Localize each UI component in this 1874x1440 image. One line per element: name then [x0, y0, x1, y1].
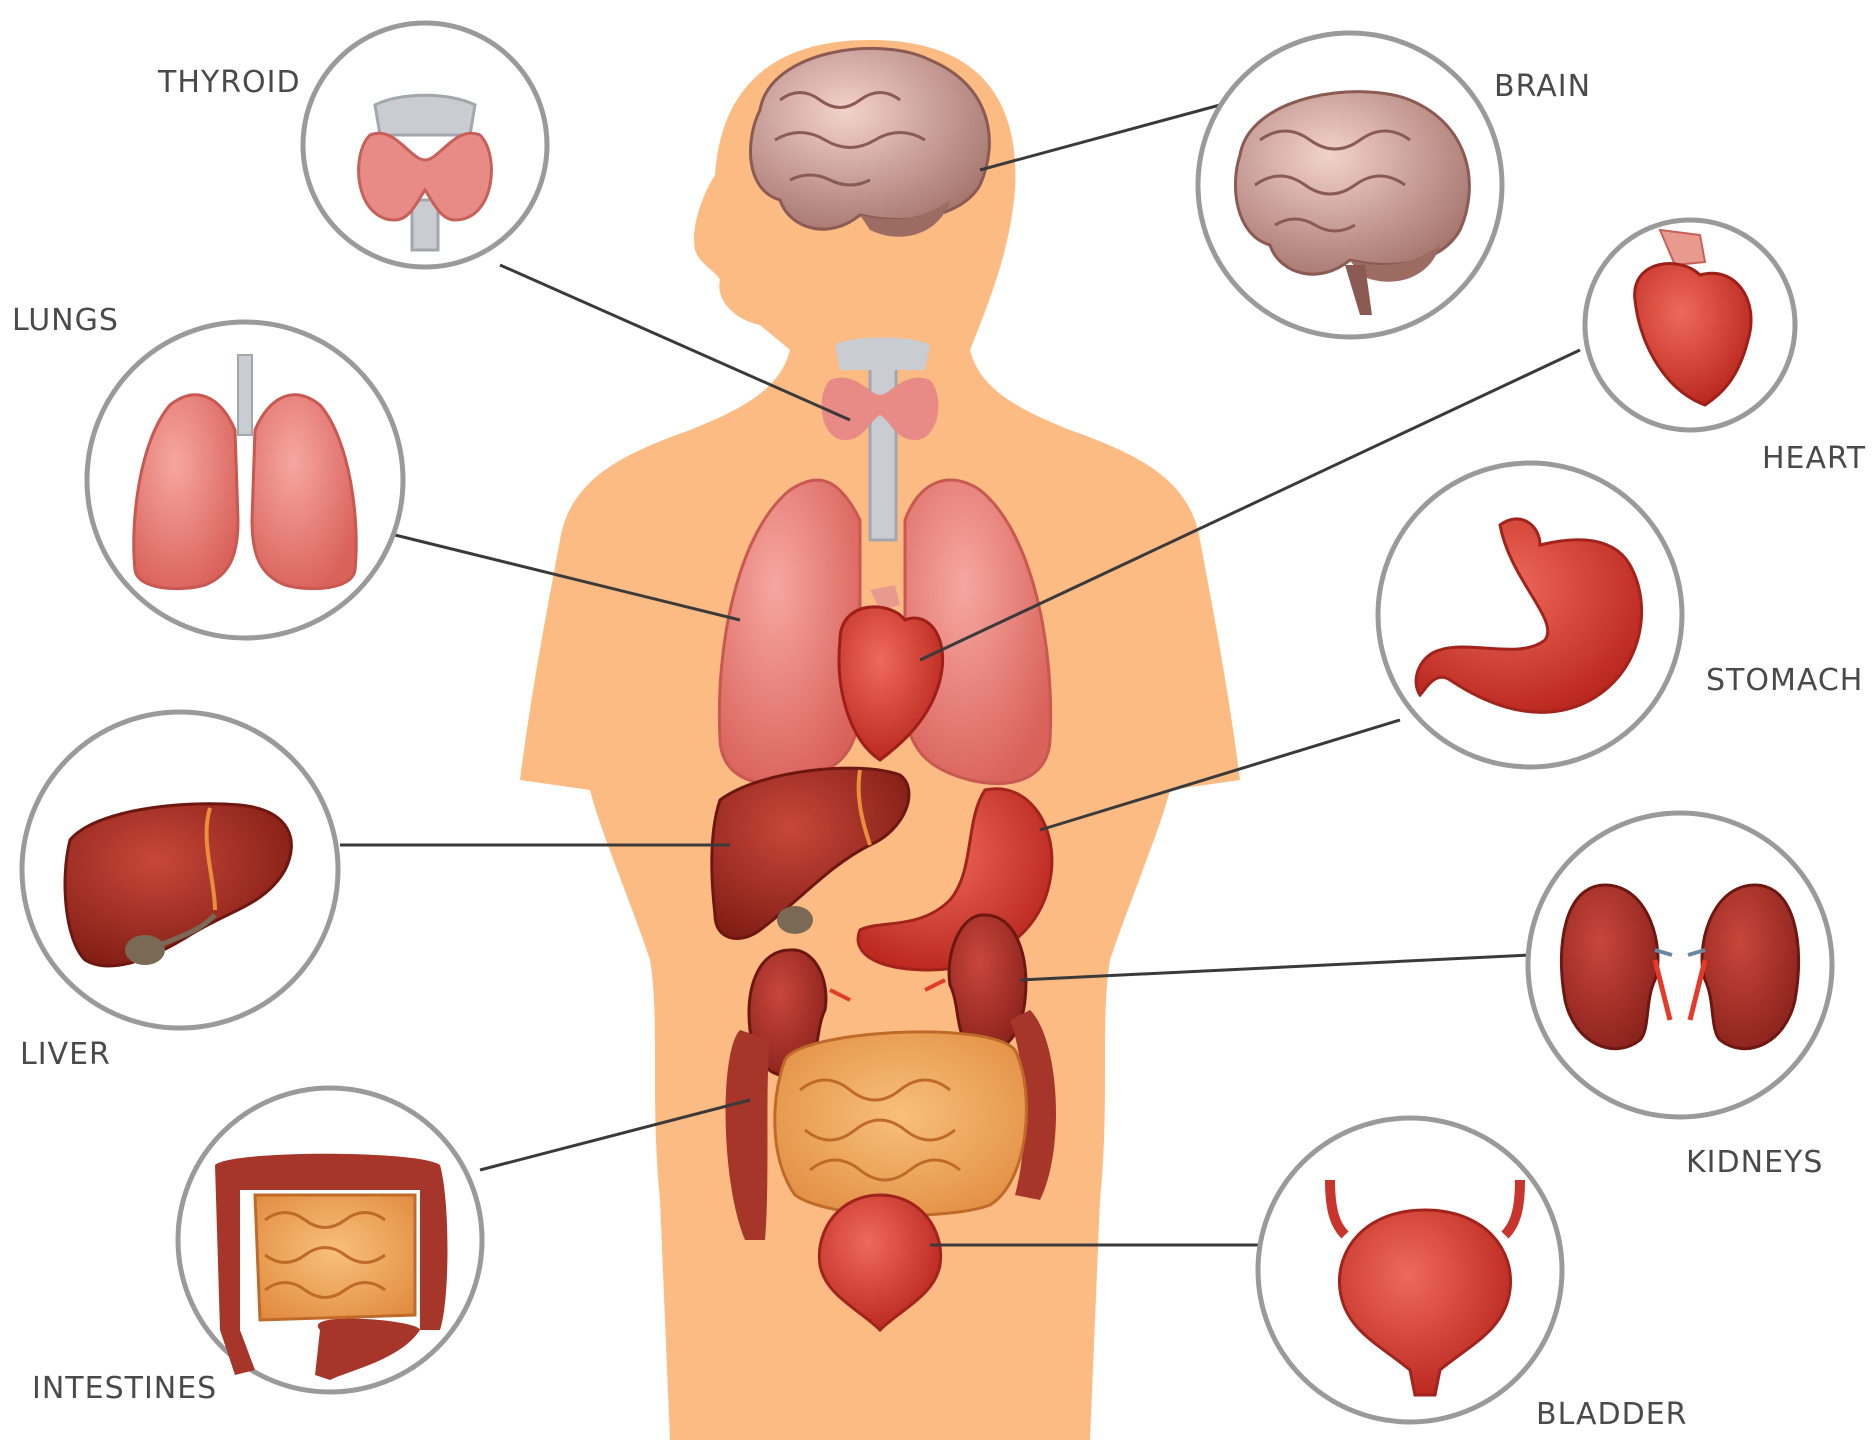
thyroid-label: THYROID — [157, 65, 301, 100]
leader-line-brain — [980, 105, 1220, 170]
lungs-label: LUNGS — [12, 303, 119, 338]
brain-body — [750, 48, 989, 236]
liver-label: LIVER — [20, 1037, 111, 1072]
stomach-label: STOMACH — [1706, 663, 1863, 698]
kidneys-label: KIDNEYS — [1686, 1145, 1823, 1180]
brain-label: BRAIN — [1494, 69, 1591, 104]
heart-label: HEART — [1762, 441, 1866, 476]
intestines-label: INTESTINES — [32, 1371, 217, 1406]
bladder-label: BLADDER — [1536, 1397, 1688, 1432]
